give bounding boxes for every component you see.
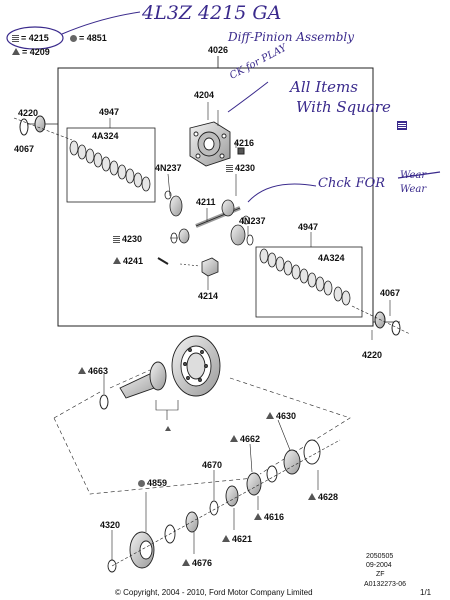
clutch-discs-right (259, 248, 351, 306)
drawing-code-3: ZF (376, 571, 385, 578)
label-4630: 4630 (266, 411, 296, 421)
label-4947-left: 4947 (99, 107, 120, 117)
square-icon (226, 165, 233, 172)
diff-case-4204 (189, 121, 231, 167)
label-4067-right: 4067 (380, 288, 401, 298)
label-4N237-right: 4N237 (239, 216, 266, 226)
handwritten-check-wear-word: Wear (400, 184, 427, 195)
handwritten-arrow-wear (247, 183, 317, 203)
label-4621: 4621 (222, 534, 252, 544)
triangle-icon (182, 559, 190, 566)
label-4230-top: 4230 (226, 163, 255, 173)
triangle-icon (12, 48, 20, 55)
handwritten-check-crossed: Wear (400, 170, 427, 181)
handwritten-check-wear: Chck FOR (318, 176, 386, 191)
bolt-4216 (237, 147, 245, 155)
shim-4663 (99, 394, 109, 410)
side-gear-left (164, 190, 183, 217)
label-4662: 4662 (230, 434, 260, 444)
bearing-4220-left (34, 115, 46, 133)
pinion-parts-chain (107, 439, 321, 573)
pin-4241 (157, 257, 169, 265)
dashed-frame (53, 369, 351, 495)
label-4N237-left: 4N237 (155, 163, 182, 173)
circle-icon (138, 480, 145, 487)
copyright-text: © Copyright, 2004 - 2010, Ford Motor Com… (115, 588, 313, 597)
triangle-icon (78, 367, 86, 374)
handwritten-pointer (61, 11, 141, 35)
legend-square-4215: = 4215 (12, 33, 49, 43)
label-4067-top: 4067 (14, 144, 35, 154)
legend-dot-4851: = 4851 (70, 33, 107, 43)
handwritten-note-line1: All Items (290, 78, 358, 96)
page-number: 1/1 (420, 588, 432, 597)
handwritten-note-line2: With Square (296, 98, 391, 116)
drawing-code-2: 09-2004 (366, 562, 392, 569)
handwritten-description: Diff-Pinion Assembly (228, 30, 355, 44)
label-4670: 4670 (202, 460, 223, 470)
label-4A324-right: 4A324 (318, 253, 345, 263)
triangle-icon (230, 435, 238, 442)
block-4214 (201, 257, 219, 277)
seal-4067-right (391, 320, 401, 336)
label-4204: 4204 (194, 90, 215, 100)
clutch-box-left (66, 127, 156, 203)
label-4947-right: 4947 (298, 222, 319, 232)
handwritten-part-number: 4L3Z 4215 GA (142, 2, 282, 24)
circle-icon (70, 35, 77, 42)
label-4241: 4241 (113, 256, 143, 266)
square-icon (113, 236, 120, 243)
label-4026: 4026 (208, 45, 229, 55)
bearing-4220-right (374, 311, 386, 329)
label-4859: 4859 (138, 478, 167, 488)
handwritten-square-mark (397, 121, 407, 130)
triangle-icon (308, 493, 316, 500)
drive-pinion (119, 361, 167, 399)
drawing-code-1: 2050505 (366, 553, 394, 560)
label-4676: 4676 (182, 558, 212, 568)
handwritten-strike (397, 171, 441, 179)
label-4320: 4320 (100, 520, 121, 530)
clutch-box-right (255, 246, 363, 318)
legend-triangle-4209: = 4209 (12, 47, 50, 57)
handwritten-arrow-play (227, 81, 269, 113)
ring-gear (171, 335, 221, 397)
triangle-icon (266, 412, 274, 419)
label-4216: 4216 (234, 138, 255, 148)
square-icon (12, 35, 19, 42)
drawing-code-4: A0132273-06 (364, 581, 407, 588)
handwritten-circle (6, 26, 64, 50)
label-4616: 4616 (254, 512, 284, 522)
label-4230-left: 4230 (113, 234, 142, 244)
seal-4067-left (19, 118, 29, 136)
triangle-icon (254, 513, 262, 520)
label-4A324-left: 4A324 (92, 131, 119, 141)
label-4211: 4211 (196, 197, 216, 207)
label-4628: 4628 (308, 492, 338, 502)
label-4663: 4663 (78, 366, 108, 376)
label-4220-top: 4220 (18, 108, 39, 118)
clutch-discs-left (69, 140, 151, 192)
label-4214: 4214 (198, 291, 219, 301)
label-4220-right: 4220 (362, 350, 383, 360)
housing-box (57, 67, 374, 327)
side-gear-right (230, 215, 254, 246)
triangle-icon (113, 257, 121, 264)
triangle-icon (222, 535, 230, 542)
